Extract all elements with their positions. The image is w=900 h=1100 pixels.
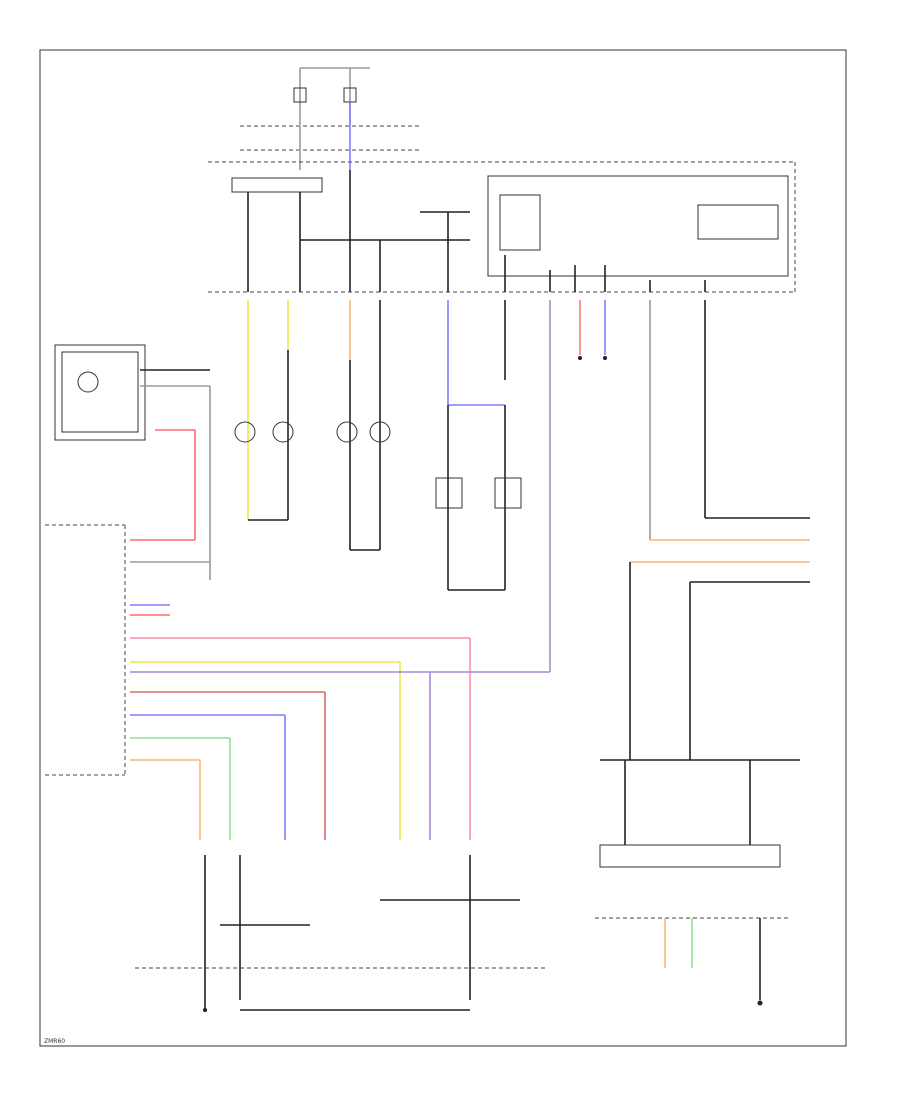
relay-block	[595, 759, 800, 1006]
switch-block	[135, 855, 545, 1012]
diagram-border	[39, 49, 847, 1047]
bulb-group-mid	[336, 300, 391, 551]
control-module	[208, 161, 796, 293]
right-wires	[629, 300, 810, 760]
fuse-block	[240, 67, 420, 170]
connector-pair	[578, 300, 607, 360]
module-runs	[130, 300, 551, 840]
left-module	[45, 524, 126, 776]
corner-code: ZMR60	[44, 1038, 65, 1045]
bulb-group-right	[435, 300, 522, 591]
sensor-box	[54, 344, 210, 441]
bulb-group-left	[234, 300, 294, 521]
